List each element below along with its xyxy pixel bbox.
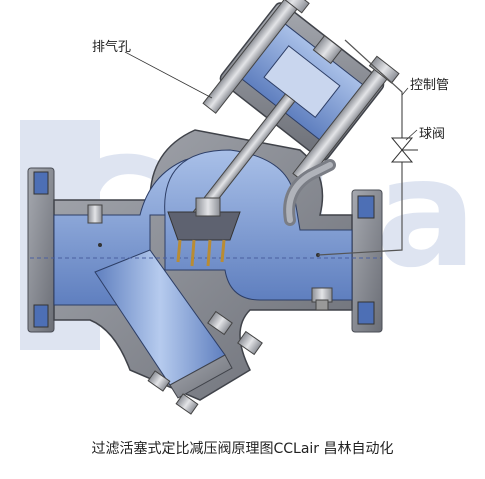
vent-hole-label: 排气孔 (92, 40, 132, 55)
valve-disc (167, 197, 241, 267)
control-pipe-label: 控制管 (410, 78, 450, 93)
left-flange (27, 167, 55, 333)
control-pipe (283, 39, 403, 256)
ball-valve-label: 球阀 (419, 127, 446, 142)
leader-lines (124, 51, 418, 141)
diagram-caption: 过滤活塞式定比减压阀原理图CCLair 昌林自动化 (91, 441, 394, 457)
right-flange (351, 189, 383, 333)
valve-body (30, 129, 382, 401)
piston-cylinder (192, 0, 400, 221)
ball-valve-symbol (390, 137, 418, 163)
drain-bolts (87, 204, 333, 415)
